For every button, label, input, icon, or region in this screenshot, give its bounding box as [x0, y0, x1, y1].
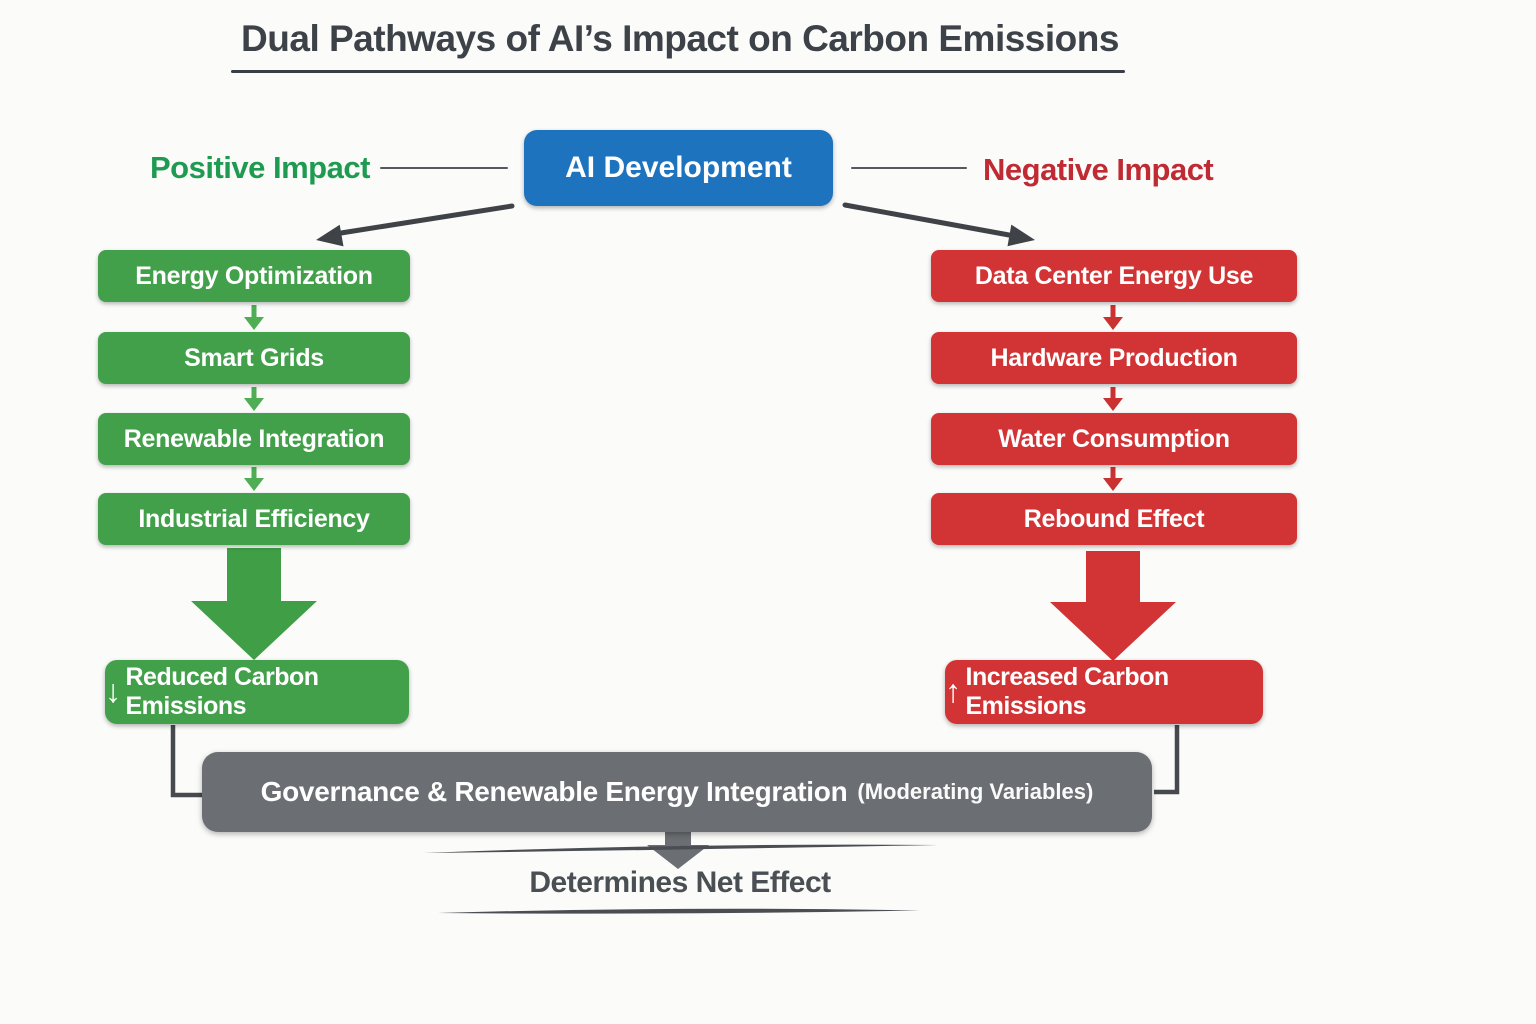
up-arrow-icon: ↑: [945, 673, 961, 709]
lower-divider-line: [438, 908, 920, 914]
page-title: Dual Pathways of AI’s Impact on Carbon E…: [241, 18, 1119, 59]
moderator-main-label: Governance & Renewable Energy Integratio…: [260, 776, 848, 807]
left-elbow-connector: [170, 725, 202, 798]
moderator-note-label: (Moderating Variables): [857, 779, 1094, 804]
upper-divider-line: [424, 844, 938, 853]
big-green-down-arrow-icon: [191, 548, 317, 660]
title-underline: [231, 70, 1125, 73]
step-water-consumption: Water Consumption: [931, 413, 1297, 465]
outcome-increased-emissions: ↑ Increased Carbon Emissions: [945, 660, 1263, 724]
outcome-reduced-emissions: ↓ Reduced Carbon Emissions: [105, 660, 409, 724]
step-renewable-integration: Renewable Integration: [98, 413, 410, 465]
green-step-arrow-icon: [244, 387, 264, 411]
outcome-label: Increased Carbon Emissions: [965, 663, 1170, 720]
net-effect-label: Determines Net Effect: [529, 866, 831, 899]
step-industrial-efficiency: Industrial Efficiency: [98, 493, 410, 545]
step-smart-grids: Smart Grids: [98, 332, 410, 384]
moderator-node: Governance & Renewable Energy Integratio…: [202, 752, 1152, 832]
negative-impact-label: Negative Impact: [983, 152, 1214, 187]
big-red-down-arrow-icon: [1050, 551, 1176, 661]
right-elbow-connector: [1154, 725, 1180, 795]
gray-down-arrow-icon: [647, 828, 709, 869]
step-data-center-energy-use: Data Center Energy Use: [931, 250, 1297, 302]
red-step-arrow-icon: [1103, 305, 1123, 330]
positive-connector-line: [380, 167, 508, 169]
red-step-arrow-icon: [1103, 387, 1123, 411]
positive-impact-label: Positive Impact: [150, 150, 370, 185]
step-rebound-effect: Rebound Effect: [931, 493, 1297, 545]
red-step-arrow-icon: [1103, 467, 1123, 491]
branch-arrow-left-icon: [316, 203, 515, 247]
ai-development-node: AI Development: [524, 130, 833, 206]
negative-connector-line: [851, 167, 967, 169]
green-step-arrow-icon: [244, 467, 264, 491]
branch-arrow-right-icon: [842, 202, 1035, 247]
down-arrow-icon: ↓: [105, 673, 121, 709]
outcome-label: Reduced Carbon Emissions: [125, 663, 320, 720]
green-step-arrow-icon: [244, 305, 264, 330]
step-energy-optimization: Energy Optimization: [98, 250, 410, 302]
step-hardware-production: Hardware Production: [931, 332, 1297, 384]
